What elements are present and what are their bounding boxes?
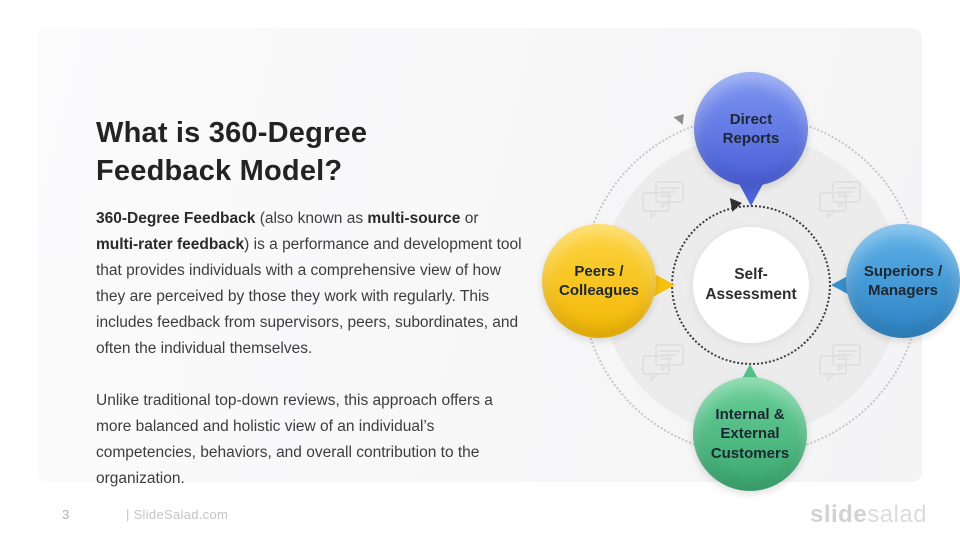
text-column: What is 360-Degree Feedback Model? 360-D… bbox=[96, 114, 522, 492]
body-text: or bbox=[460, 210, 479, 227]
chat-bubbles-icon bbox=[819, 181, 861, 218]
node-label: Direct Reports bbox=[722, 110, 780, 147]
node-peers-colleagues: Peers / Colleagues bbox=[542, 224, 656, 338]
node-direct-reports: Direct Reports bbox=[694, 72, 808, 186]
outer-ring-arrow-icon bbox=[673, 110, 689, 125]
self-assessment-node: Self-Assessment bbox=[693, 227, 809, 343]
bold-term: multi-rater feedback bbox=[96, 236, 245, 253]
slide-card: What is 360-Degree Feedback Model? 360-D… bbox=[38, 28, 960, 491]
body-text: ) is a performance and development tool … bbox=[96, 236, 522, 357]
footer-site-text: | SlideSalad.com bbox=[126, 507, 229, 522]
page-number: 3 bbox=[62, 507, 70, 522]
logo-part-salad: salad bbox=[867, 501, 928, 528]
node-label: Superiors / Managers bbox=[863, 262, 943, 299]
node-superiors-managers: Superiors / Managers bbox=[846, 224, 960, 338]
feedback-diagram: Self-Assessment Direct Reports Peers / C… bbox=[528, 58, 960, 508]
chat-bubbles-icon bbox=[642, 181, 684, 218]
node-label: Peers / Colleagues bbox=[558, 262, 640, 299]
page-title: What is 360-Degree Feedback Model? bbox=[96, 117, 368, 187]
intro-paragraph: 360-Degree Feedback (also known as multi… bbox=[96, 206, 522, 362]
body-text: (also known as bbox=[255, 210, 368, 227]
node-label: Internal & External Customers bbox=[710, 406, 790, 462]
slidesalad-logo: slidesalad bbox=[810, 501, 927, 529]
chat-bubbles-icon bbox=[642, 344, 684, 381]
node-internal-external-customers: Internal & External Customers bbox=[693, 377, 807, 491]
bold-term: multi-source bbox=[367, 210, 461, 227]
bold-term: 360-Degree Feedback bbox=[96, 210, 256, 227]
chat-bubbles-icon bbox=[819, 344, 861, 381]
second-paragraph: Unlike traditional top-down reviews, thi… bbox=[96, 392, 493, 487]
logo-part-slide: slide bbox=[810, 501, 868, 528]
self-assessment-label: Self-Assessment bbox=[705, 265, 797, 303]
